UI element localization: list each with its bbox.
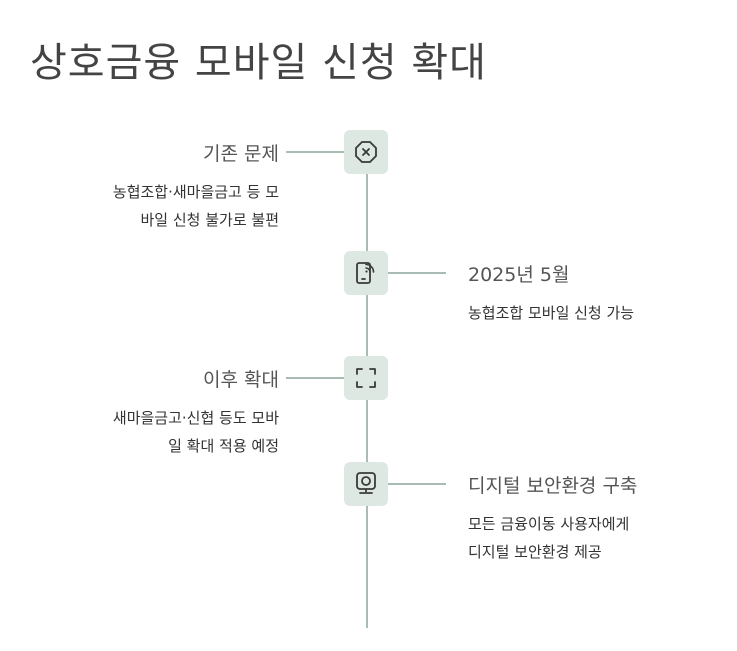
step4-desc-line-1: 모든 금융이동 사용자에게 — [468, 515, 630, 533]
step3-node — [344, 356, 388, 400]
step1-heading: 기존 문제 — [203, 143, 279, 165]
step4-node — [344, 462, 388, 506]
step3-desc-line-2: 일 확대 적용 예정 — [168, 437, 279, 455]
step2-connector — [388, 272, 446, 274]
step2-desc-line-1: 농협조합 모바일 신청 가능 — [468, 304, 635, 322]
step1-desc-line-1: 농협조합·새마을금고 등 모 — [112, 183, 279, 201]
page-title: 상호금융 모바일 신청 확대 — [30, 40, 487, 86]
step2-node — [344, 251, 388, 295]
mobile-signal-icon — [353, 260, 379, 286]
step3-connector — [286, 377, 344, 379]
step2-heading: 2025년 5월 — [468, 264, 570, 286]
step3-description: 새마을금고·신협 등도 모바 일 확대 적용 예정 — [29, 404, 279, 460]
step4-connector — [388, 483, 446, 485]
webcam-icon — [354, 471, 378, 497]
step1-connector — [286, 151, 344, 153]
step3-heading: 이후 확대 — [203, 369, 279, 391]
expand-frame-icon — [354, 366, 378, 390]
step4-description: 모든 금융이동 사용자에게 디지털 보안환경 제공 — [468, 510, 718, 566]
step1-node — [344, 130, 388, 174]
step4-heading: 디지털 보안환경 구축 — [468, 475, 638, 497]
step3-desc-line-1: 새마을금고·신협 등도 모바 — [112, 409, 279, 427]
step1-description: 농협조합·새마을금고 등 모 바일 신청 불가로 불편 — [29, 178, 279, 234]
close-octagon-icon — [354, 140, 378, 164]
step2-description: 농협조합 모바일 신청 가능 — [468, 299, 718, 327]
step1-desc-line-2: 바일 신청 불가로 불편 — [140, 211, 279, 229]
step4-desc-line-2: 디지털 보안환경 제공 — [468, 543, 602, 561]
